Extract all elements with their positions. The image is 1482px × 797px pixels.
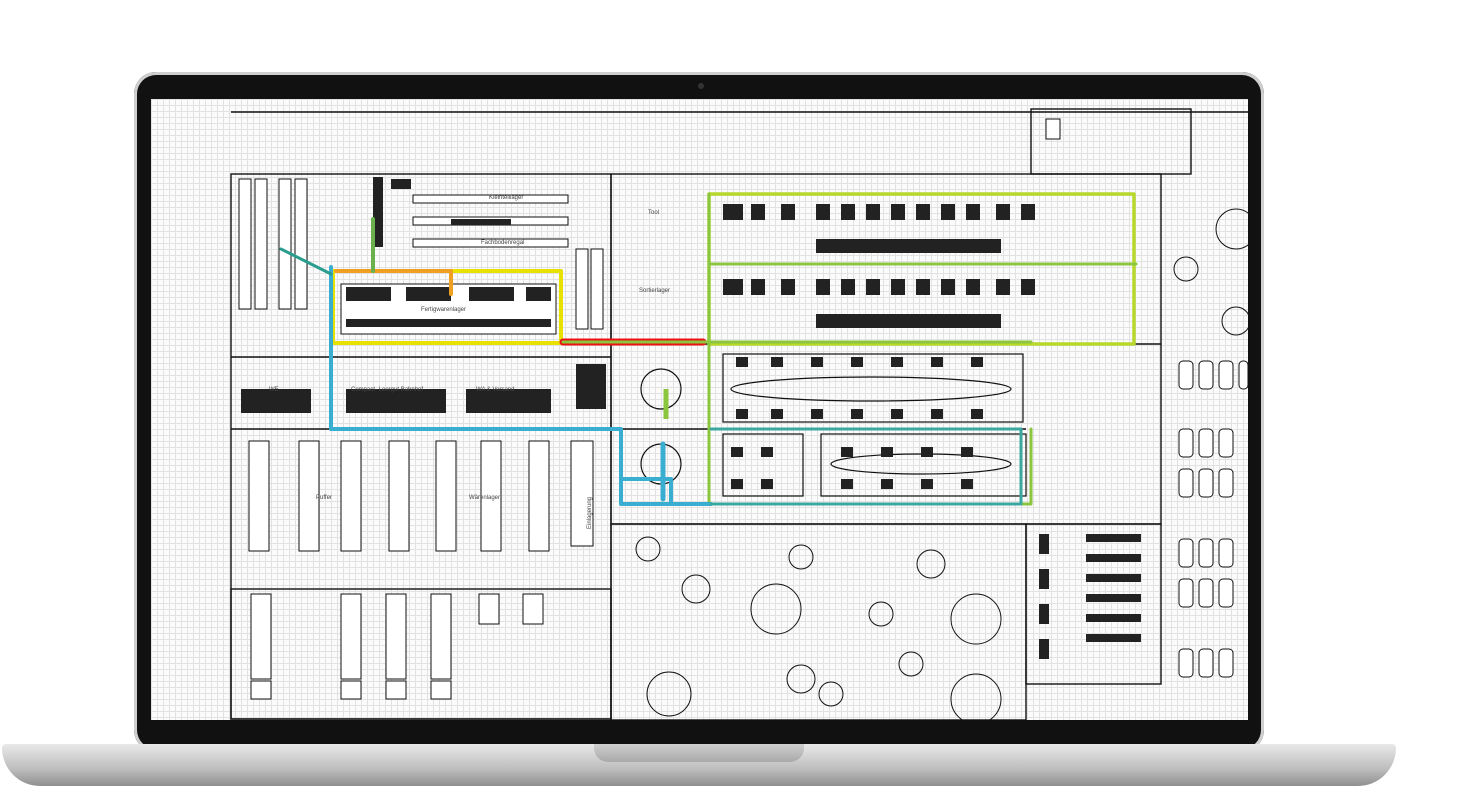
office-block [1025, 523, 1162, 685]
gate-building [1030, 108, 1192, 175]
loading-docks [230, 588, 612, 720]
route-teal-lower [709, 427, 1023, 506]
route-blue-main [329, 265, 713, 506]
factory-floorplan: Kleinteillager Fachbodenregal Fertigware… [230, 108, 1248, 720]
label-fertigwarenlager: Fertigwarenlager [421, 307, 466, 313]
label-tool: Tool [648, 210, 659, 216]
label-puffer: Puffer [316, 495, 332, 501]
label-warenlager: Wärenlager [469, 495, 500, 501]
camera-icon [698, 83, 704, 89]
laptop-hinge-notch [594, 744, 804, 762]
label-fachbodenregal: Fachbodenregal [481, 240, 524, 246]
layout-screen: Kleinteillager Fachbodenregal Fertigware… [151, 99, 1248, 720]
building-production [610, 173, 1162, 525]
label-we: WE [269, 387, 279, 393]
label-sortierlager: Sortierlager [639, 288, 670, 294]
label-einlagerung: Einlagerung [587, 497, 593, 529]
label-kleinteillager: Kleinteillager [489, 195, 523, 201]
route-blue-diagonal [279, 247, 333, 276]
label-compact-leergut: Compact- Leergut Bahnhof [351, 387, 423, 393]
label-wa-versand: WA & Versand [476, 387, 514, 393]
yard-south [610, 523, 1027, 720]
